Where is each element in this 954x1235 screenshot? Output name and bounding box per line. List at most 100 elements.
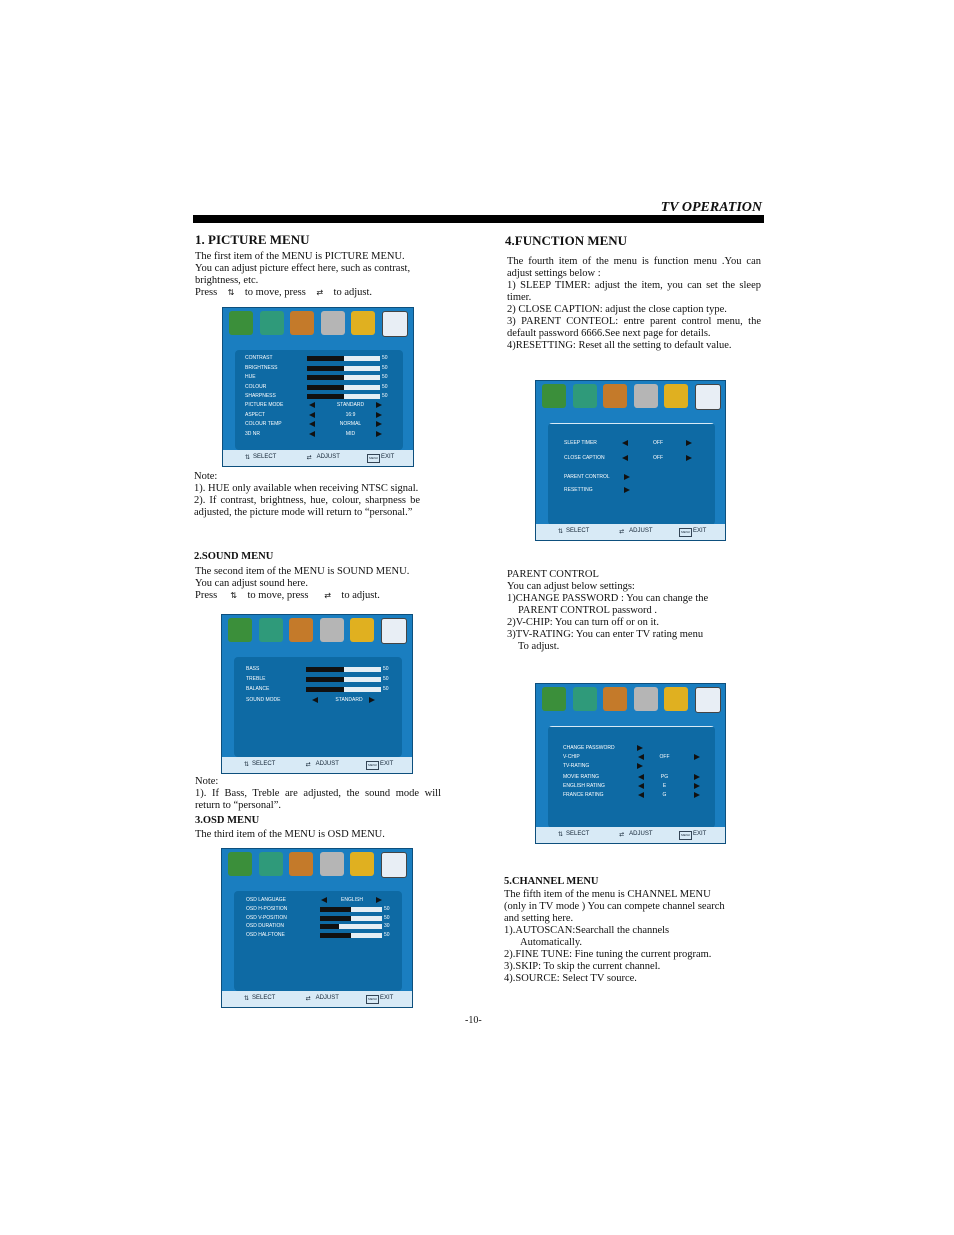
right-arrow-icon (694, 754, 700, 760)
right-arrow-icon (637, 745, 643, 751)
menu-key-icon: MENU (679, 831, 692, 840)
sound-intro-1: The second item of the MENU is SOUND MEN… (195, 566, 410, 577)
option-value: G (662, 792, 667, 798)
level-bar (320, 915, 382, 921)
osd-intro: The third item of the MENU is OSD MENU. (195, 829, 385, 840)
left-arrow-icon (638, 783, 644, 789)
up-down-arrows-icon: ⇅ (558, 529, 564, 535)
picture-icon (228, 618, 252, 642)
menu-title: FUNCTION (548, 423, 715, 424)
level-bar-fill (320, 915, 351, 921)
option-value: E (662, 783, 667, 789)
up-down-arrows-icon: ⇅ (244, 762, 250, 768)
function-p2: 1) SLEEP TIMER: adjust the item, you can… (507, 280, 761, 303)
level-bar (307, 394, 380, 399)
level-bar (307, 356, 380, 361)
row-label: SLEEP TIMER (564, 440, 597, 446)
level-value: 50 (384, 914, 390, 921)
function-icon (633, 687, 658, 711)
press-c: to adjust. (333, 287, 373, 298)
select-hint: SELECT (253, 454, 277, 460)
row-label: OSD DURATION (246, 923, 284, 929)
level-bar (320, 924, 382, 929)
adjust-hint: ADJUST (629, 528, 653, 534)
press-a: Press (195, 590, 218, 601)
row-label: 3D NR (245, 430, 261, 437)
function-icon (633, 384, 658, 408)
source-icon (694, 384, 721, 410)
option-value: STANDARD (336, 402, 365, 408)
function-icon (319, 852, 344, 876)
level-value: 50 (383, 686, 389, 692)
picture-intro-2: You can adjust picture effect here, such… (195, 263, 411, 274)
picture-press-line: Press ⇅ to move, press ⇄ to adjust. (195, 287, 433, 299)
right-arrow-icon (376, 402, 382, 408)
option-value: 16:9 (345, 411, 356, 418)
select-hint: SELECT (252, 761, 276, 767)
up-down-arrows-icon: ⇅ (558, 832, 564, 838)
channel-icon (351, 311, 375, 335)
row-label: PARENT CONTROL (564, 474, 610, 480)
row-label: CLOSE CAPTION (564, 455, 605, 461)
right-arrow-icon (686, 455, 692, 461)
option-value: OFF (659, 754, 670, 760)
level-bar (306, 677, 381, 682)
parent-l3: PARENT CONTROL password . (518, 605, 658, 616)
left-arrow-icon (312, 697, 318, 703)
channel-l7: 3).SKIP: To skip the current channel. (504, 961, 661, 972)
right-arrow-icon (694, 792, 700, 798)
row-label: FRANCE RATING (563, 792, 604, 798)
row-label: ENGLISH RATING (563, 783, 605, 789)
exit-hint: EXIT (380, 761, 394, 767)
osd-icon (603, 687, 627, 711)
press-c: to adjust. (341, 590, 380, 601)
option-value: ENGLISH (341, 897, 363, 903)
level-bar (320, 907, 382, 912)
row-label: ASPECT (245, 411, 266, 418)
level-bar-fill (320, 932, 351, 938)
row-label: BALANCE (246, 686, 270, 692)
up-down-arrows-icon: ⇅ (227, 288, 235, 297)
sound-note-1: 1). If Bass, Treble are adjusted, the so… (195, 788, 441, 811)
picture-menu-area: PICTURECONTRAST50BRIGHTNESS50HUE50COLOUR… (235, 350, 403, 450)
left-arrow-icon (309, 411, 315, 418)
press-a: Press (195, 287, 218, 298)
left-right-arrows-icon: ⇄ (305, 762, 311, 768)
note-label: Note: (195, 776, 219, 787)
menu-key-icon: MENU (367, 454, 380, 463)
channel-l3: and setting here. (504, 913, 574, 924)
level-bar-fill (320, 907, 351, 912)
header-rule (193, 215, 764, 223)
channel-l2: (only in TV mode ) You can compete chann… (504, 901, 725, 912)
level-bar-fill (307, 384, 344, 390)
adjust-hint: ADJUST (316, 454, 340, 460)
left-right-arrows-icon: ⇄ (324, 591, 331, 600)
parent-l4: 2)V-CHIP: You can turn off or on it. (507, 617, 659, 628)
left-arrow-icon (638, 754, 644, 760)
row-label: SOUND MODE (246, 697, 281, 703)
left-right-arrows-icon: ⇄ (619, 832, 625, 838)
level-bar (307, 375, 380, 380)
function-p4: 3) PARENT CONTEOL: entre parent control … (507, 316, 761, 339)
row-label: BASS (246, 666, 260, 672)
level-value: 50 (382, 374, 388, 380)
sound-intro: The second item of the MENU is SOUND MEN… (195, 566, 433, 602)
sound-icon (258, 852, 283, 876)
row-label: OSD V-POSITION (246, 914, 287, 921)
adjust-hint: ADJUST (315, 761, 339, 767)
level-bar (306, 687, 381, 692)
adjust-hint: ADJUST (629, 831, 653, 837)
select-hint: SELECT (252, 995, 276, 1001)
exit-hint: EXIT (381, 454, 395, 460)
sound-note: Note: 1). If Bass, Treble are adjusted, … (195, 776, 441, 812)
level-bar (320, 932, 382, 938)
sound-icon (572, 384, 597, 408)
row-label: HUE (245, 374, 256, 380)
picture-note-1: 1). HUE only available when receiving NT… (194, 483, 419, 494)
parent-control-text: PARENT CONTROL You can adjust below sett… (507, 569, 747, 653)
level-value: 30 (384, 923, 390, 929)
channel-icon (664, 384, 688, 408)
